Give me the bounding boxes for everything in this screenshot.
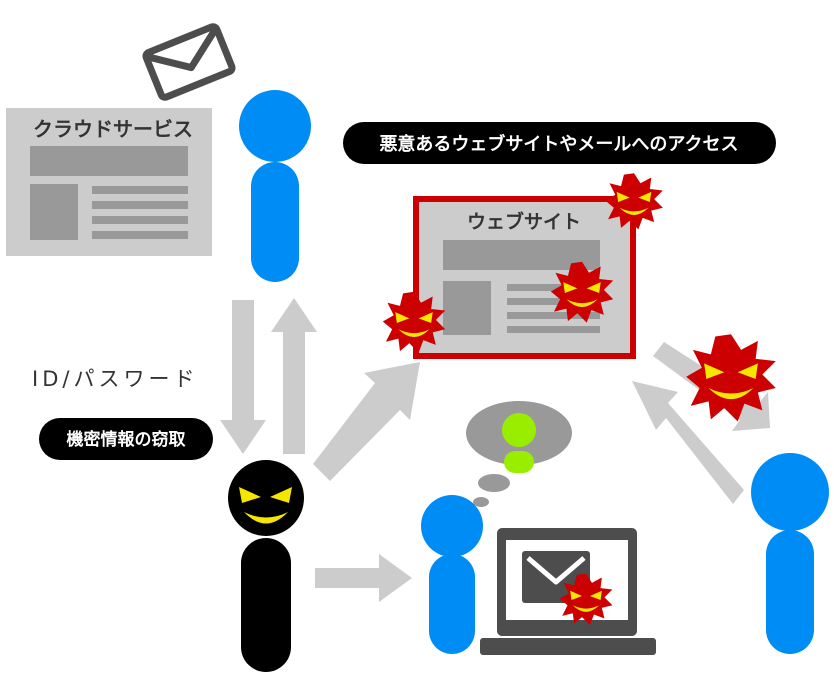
- credential-theft-text: 機密情報の窃取: [67, 429, 186, 450]
- arrow-victim-to-website: [632, 381, 744, 504]
- victim-person-right: [751, 453, 829, 654]
- cloud-service-line: [92, 231, 188, 239]
- attacker-right-eye: [270, 487, 292, 503]
- website-line: [507, 326, 600, 333]
- attacker-person: [228, 460, 304, 672]
- website-panel: ウェブサイト: [413, 196, 636, 359]
- website-line: [507, 284, 600, 291]
- attacker-left-eye: [239, 487, 261, 503]
- thought-bubble-icon: [466, 401, 572, 507]
- arrow-attacker-to-user: [315, 554, 412, 602]
- website-line: [507, 312, 600, 319]
- arrow-attacker-to-website: [313, 362, 420, 481]
- id-password-text: ID/パスワード: [32, 367, 198, 391]
- victim-person-top: [239, 90, 311, 282]
- malicious-access-text: 悪意あるウェブサイトやメールへのアクセス: [379, 133, 738, 155]
- website-image-block: [443, 281, 491, 335]
- website-title: ウェブサイト: [467, 210, 581, 233]
- envelope-icon: [142, 23, 236, 101]
- victim-person-laptop: [421, 495, 483, 654]
- cloud-service-banner: [30, 146, 188, 176]
- cloud-service-line: [92, 186, 188, 194]
- website-line: [507, 298, 600, 305]
- cloud-service-panel: クラウドサービス: [6, 108, 212, 256]
- arrow-down-credentials: [220, 300, 266, 454]
- malicious-access-label: 悪意あるウェブサイトやメールへのアクセス: [343, 122, 776, 164]
- credential-theft-label: 機密情報の窃取: [39, 418, 213, 460]
- arrow-up-access: [271, 298, 317, 454]
- cloud-service-line: [92, 201, 188, 209]
- attacker-grin: [244, 512, 288, 524]
- cloud-service-image-block: [30, 184, 78, 240]
- cloud-service-line: [92, 216, 188, 224]
- cloud-service-title: クラウドサービス: [33, 117, 193, 141]
